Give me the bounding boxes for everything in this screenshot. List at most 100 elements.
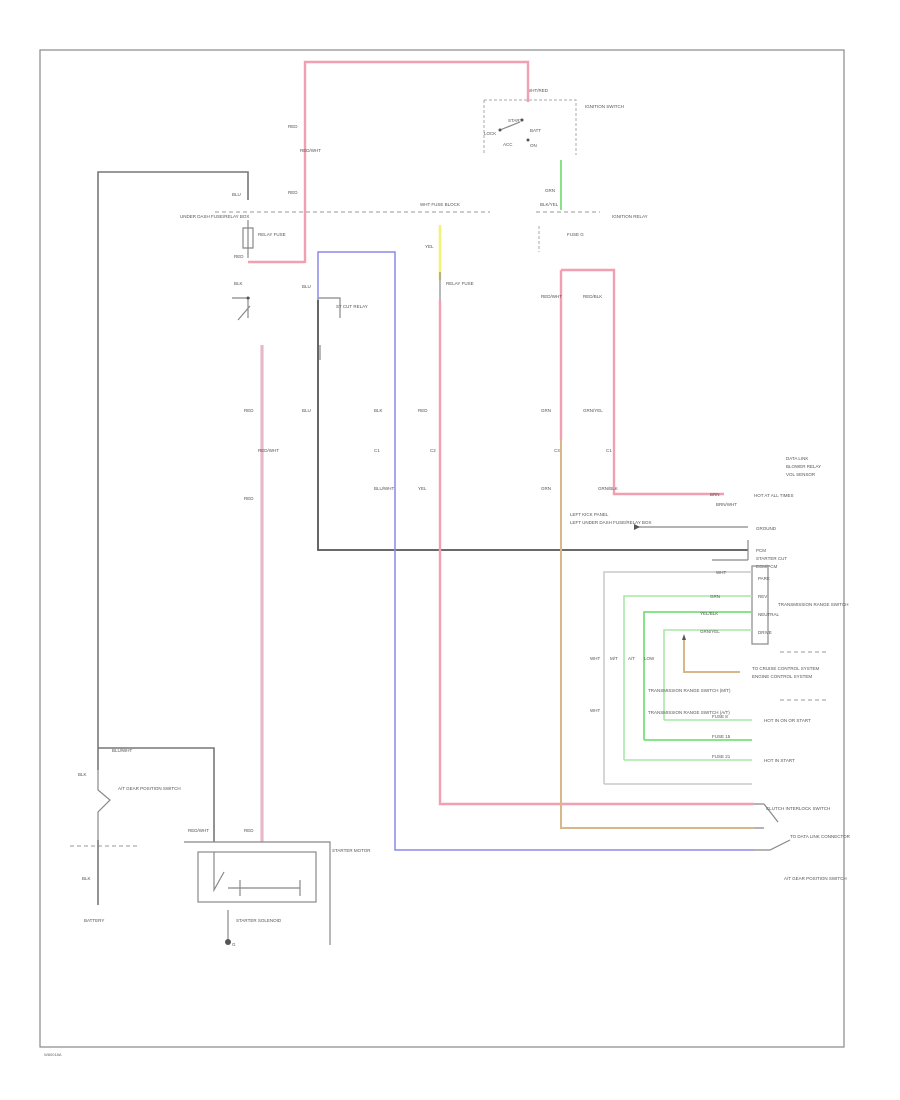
svg-text:RED/WHT: RED/WHT (300, 148, 321, 153)
svg-text:DRIVE: DRIVE (758, 630, 772, 635)
svg-text:RED/WHT: RED/WHT (188, 828, 209, 833)
svg-text:BLK/YEL: BLK/YEL (540, 202, 559, 207)
wire-tan (560, 440, 754, 829)
svg-text:UNDER DASH FUSE/RELAY BOX: UNDER DASH FUSE/RELAY BOX (180, 214, 249, 219)
svg-text:ON: ON (530, 143, 537, 148)
svg-text:YEL: YEL (425, 244, 434, 249)
gear-position-switch: BLU/WHT A/T GEAR POSITION SWITCH BLK (78, 747, 215, 842)
svg-text:BLK: BLK (374, 408, 383, 413)
svg-text:STARTER CUT: STARTER CUT (756, 556, 787, 561)
svg-text:TO CRUISE CONTROL SYSTEM: TO CRUISE CONTROL SYSTEM (752, 666, 820, 671)
st-cut-relay: ST CUT RELAY BLU (232, 284, 368, 360)
svg-text:RED: RED (418, 408, 428, 413)
svg-text:CLUTCH INTERLOCK SWITCH: CLUTCH INTERLOCK SWITCH (766, 806, 830, 811)
svg-text:HOT IN ON OR START: HOT IN ON OR START (764, 718, 811, 723)
svg-text:RED/WHT: RED/WHT (541, 294, 562, 299)
svg-text:REV: REV (758, 594, 767, 599)
svg-text:GROUND: GROUND (756, 526, 777, 531)
svg-text:HOT IN START: HOT IN START (764, 758, 795, 763)
svg-text:BRN: BRN (710, 492, 720, 497)
svg-text:C3: C3 (554, 448, 560, 453)
svg-text:TRANSMISSION RANGE SWITCH: TRANSMISSION RANGE SWITCH (778, 602, 849, 607)
svg-text:LOW: LOW (644, 656, 655, 661)
svg-text:PCM: PCM (756, 548, 766, 553)
svg-text:BLK: BLK (82, 876, 91, 881)
svg-text:GRN/YEL: GRN/YEL (583, 408, 603, 413)
svg-text:A/T GEAR POSITION SWITCH: A/T GEAR POSITION SWITCH (784, 876, 847, 881)
wire-gray-left-vertical (97, 171, 249, 770)
svg-text:C2: C2 (430, 448, 436, 453)
svg-text:BLK: BLK (234, 281, 243, 286)
svg-text:FUSE 8: FUSE 8 (712, 714, 728, 719)
svg-text:WHT/RED: WHT/RED (527, 88, 549, 93)
ground-icon: G (225, 910, 236, 947)
svg-text:GRN/BLK: GRN/BLK (598, 486, 618, 491)
svg-text:YEL/BLK: YEL/BLK (700, 611, 718, 616)
svg-text:RED: RED (244, 496, 254, 501)
clutch-interlock-switch: CLUTCH INTERLOCK SWITCH TO DATA LINK CON… (754, 803, 851, 851)
svg-text:BRN/WHT: BRN/WHT (716, 502, 737, 507)
svg-text:PARK: PARK (758, 576, 770, 581)
relay-fuse-2: RELAY FUSE (439, 272, 474, 300)
svg-text:BLK: BLK (78, 772, 87, 777)
svg-text:STARTER MOTOR: STARTER MOTOR (332, 848, 371, 853)
svg-text:YEL: YEL (418, 486, 427, 491)
svg-text:FUSE 21: FUSE 21 (712, 754, 731, 759)
svg-text:DATA LINK: DATA LINK (786, 456, 808, 461)
svg-text:GRN: GRN (710, 594, 720, 599)
wire-lightgray-1 (603, 571, 752, 784)
mt-at-labels: WHT M/T A/T LOW WHT TRANSMISSION RANGE S… (590, 656, 731, 715)
svg-text:STARTER SOLENOID: STARTER SOLENOID (236, 918, 282, 923)
svg-text:WHT: WHT (590, 708, 600, 713)
svg-text:C1: C1 (606, 448, 612, 453)
wire-green-3 (663, 629, 752, 720)
connector-arrow-icon: LEFT KICK PANEL LEFT UNDER DASH FUSE/REL… (570, 512, 777, 531)
pcm-connector: PCM STARTER CUT ECM/PCM (712, 540, 787, 569)
svg-text:BLU/WHT: BLU/WHT (374, 486, 395, 491)
svg-text:BLU: BLU (232, 192, 241, 197)
blower-relay-label: DATA LINK BLOWER RELAY VOL SENSOR HOT AT… (710, 456, 821, 507)
svg-text:RELAY FUSE: RELAY FUSE (446, 281, 474, 286)
relay-fuse-1: RELAY FUSE (242, 220, 286, 258)
diagram-frame (39, 49, 845, 1048)
svg-text:RED: RED (234, 254, 244, 259)
svg-text:A/T: A/T (628, 656, 635, 661)
battery-label: BATTERY (84, 918, 104, 923)
svg-text:G: G (232, 942, 236, 947)
ignition-switch: WHT/RED IGNITION SWITCH START LOCK ACC O… (483, 88, 624, 155)
svg-text:RELAY FUSE: RELAY FUSE (258, 232, 286, 237)
wire-green-2 (643, 611, 752, 740)
svg-text:ACC: ACC (503, 142, 513, 147)
svg-text:FUSE 15: FUSE 15 (712, 734, 731, 739)
svg-text:IGNITION SWITCH: IGNITION SWITCH (585, 104, 624, 109)
svg-text:TO DATA LINK CONNECTOR: TO DATA LINK CONNECTOR (790, 834, 851, 839)
svg-text:BLU/WHT: BLU/WHT (112, 748, 133, 753)
svg-text:RED: RED (244, 828, 254, 833)
svg-text:LOCK: LOCK (484, 131, 496, 136)
svg-text:RED: RED (288, 124, 298, 129)
corner-label: W80018A (44, 1052, 62, 1057)
svg-text:NEUTRAL: NEUTRAL (758, 612, 780, 617)
wire-tan-cruise (683, 640, 740, 673)
svg-text:RED/BLK: RED/BLK (583, 294, 602, 299)
lower-connector-rows: FUSE 8 FUSE 15 FUSE 21 HOT IN ON OR STAR… (604, 714, 811, 785)
svg-text:LEFT KICK PANEL: LEFT KICK PANEL (570, 512, 609, 517)
svg-text:RED: RED (244, 408, 254, 413)
svg-text:START: START (508, 118, 523, 123)
transmission-range-switch: TRANSMISSION RANGE SWITCH PARK REV NEUTR… (751, 565, 849, 645)
relay-fuse-right: FUSE G (538, 226, 584, 252)
svg-text:RED: RED (288, 190, 298, 195)
svg-text:GRN/YEL: GRN/YEL (700, 629, 720, 634)
svg-text:LEFT UNDER DASH FUSE/RELAY BOX: LEFT UNDER DASH FUSE/RELAY BOX (570, 520, 652, 525)
svg-text:HOT AT ALL TIMES: HOT AT ALL TIMES (754, 493, 794, 498)
svg-text:GRN: GRN (545, 188, 555, 193)
svg-text:BLOWER RELAY: BLOWER RELAY (786, 464, 821, 469)
svg-text:TRANSMISSION RANGE SWITCH (M/T: TRANSMISSION RANGE SWITCH (M/T) (648, 688, 731, 693)
wire-red-mid (438, 300, 754, 806)
svg-text:RED/WHT: RED/WHT (258, 448, 279, 453)
svg-text:IGNITION RELAY: IGNITION RELAY (612, 214, 648, 219)
svg-text:M/T: M/T (610, 656, 618, 661)
svg-text:BLU: BLU (302, 408, 311, 413)
wire-blue (317, 251, 754, 851)
